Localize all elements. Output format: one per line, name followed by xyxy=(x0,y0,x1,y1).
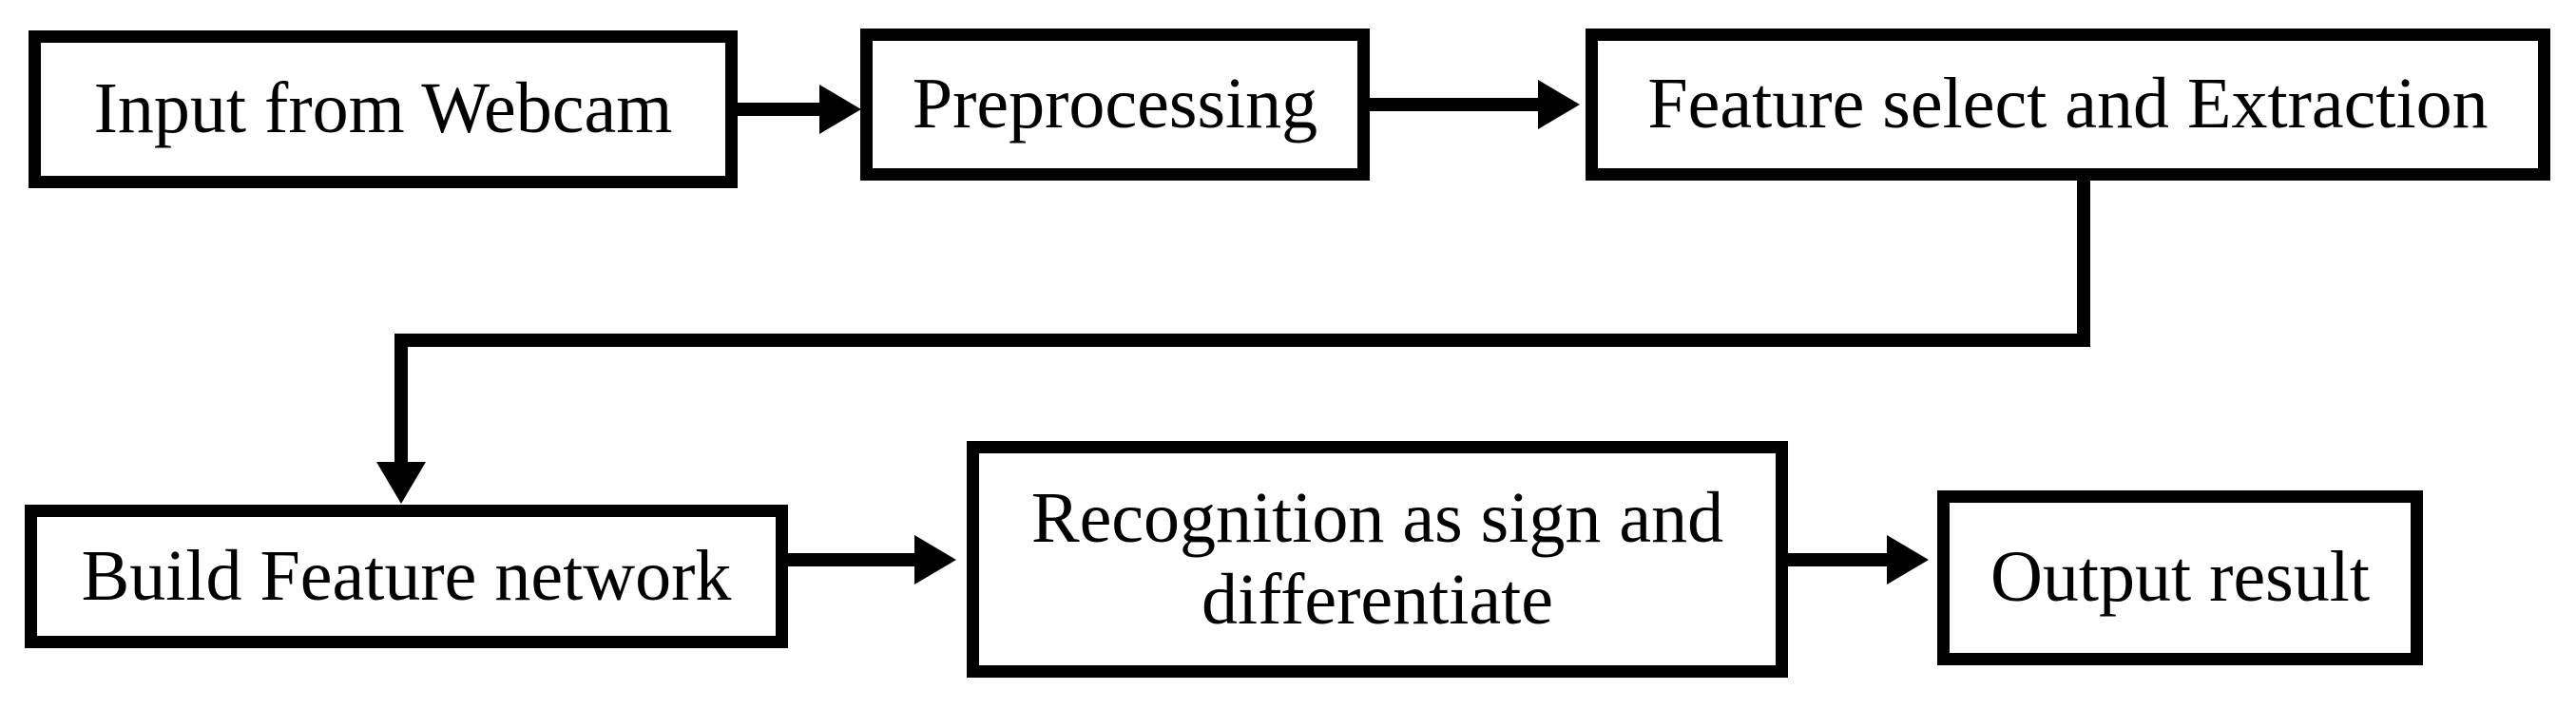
node-feature-select-and-extraction[interactable]: Feature select and Extraction xyxy=(1586,29,2550,181)
arrow-right-icon xyxy=(1538,80,1580,129)
edge-input-to-preprocessing-line xyxy=(738,103,825,116)
node-input-from-webcam[interactable]: Input from Webcam xyxy=(29,30,738,188)
node-preprocessing[interactable]: Preprocessing xyxy=(860,29,1370,181)
arrow-right-icon xyxy=(914,535,956,584)
edge-feature-to-build-segment-down xyxy=(2077,181,2090,347)
edge-feature-to-build-segment-left xyxy=(394,334,2090,347)
node-label: Output result xyxy=(1990,537,2370,618)
arrow-down-icon xyxy=(376,462,426,504)
edge-feature-to-build-segment-down2 xyxy=(394,334,408,467)
arrow-right-icon xyxy=(1887,535,1929,584)
node-label: Recognition as sign and differentiate xyxy=(1030,478,1724,640)
node-label: Preprocessing xyxy=(912,64,1318,144)
node-label: Input from Webcam xyxy=(93,68,673,149)
node-output-result[interactable]: Output result xyxy=(1937,490,2423,665)
node-label: Feature select and Extraction xyxy=(1647,64,2489,144)
edge-build-to-recognition-line xyxy=(788,553,921,566)
node-recognition-as-sign-and-differentiate[interactable]: Recognition as sign and differentiate xyxy=(967,441,1788,678)
arrow-right-icon xyxy=(819,85,861,134)
edge-preprocessing-to-feature-line xyxy=(1370,98,1541,111)
node-label: Build Feature network xyxy=(81,535,732,616)
edge-recognition-to-output-line xyxy=(1788,553,1893,566)
node-build-feature-network[interactable]: Build Feature network xyxy=(25,505,788,648)
